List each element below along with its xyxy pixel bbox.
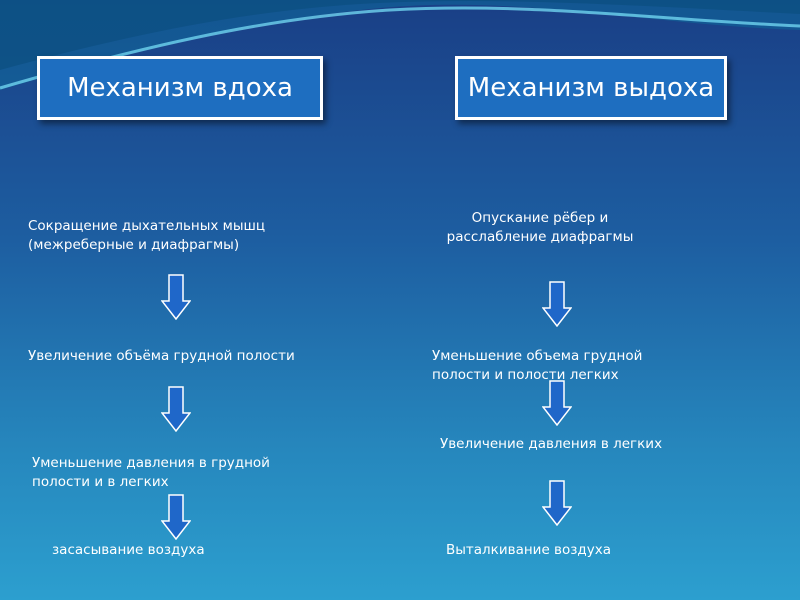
background-wave (0, 0, 800, 90)
down-arrow-icon (542, 281, 572, 327)
down-arrow-icon (161, 494, 191, 540)
inhalation-title: Механизм вдоха (37, 56, 323, 120)
inhalation-step-1: Сокращение дыхательных мышц (межреберные… (28, 218, 266, 253)
exhalation-step-2: Уменьшение объема грудной полости и поло… (432, 348, 643, 383)
exhalation-step-1: Опускание рёбер и расслабление диафрагмы (446, 210, 634, 245)
exhalation-step-3: Увеличение давления в легких (440, 436, 663, 452)
inhalation-step-2: Увеличение объёма грудной полости (28, 348, 295, 364)
down-arrow-icon (542, 480, 572, 526)
down-arrow-icon (542, 380, 572, 426)
inhalation-step-4: засасывание воздуха (52, 542, 205, 558)
down-arrow-icon (161, 274, 191, 320)
exhalation-title: Механизм выдоха (455, 56, 727, 120)
inhalation-step-3: Уменьшение давления в грудной полости и … (32, 455, 270, 490)
exhalation-step-4: Выталкивание воздуха (446, 542, 612, 558)
down-arrow-icon (161, 386, 191, 432)
